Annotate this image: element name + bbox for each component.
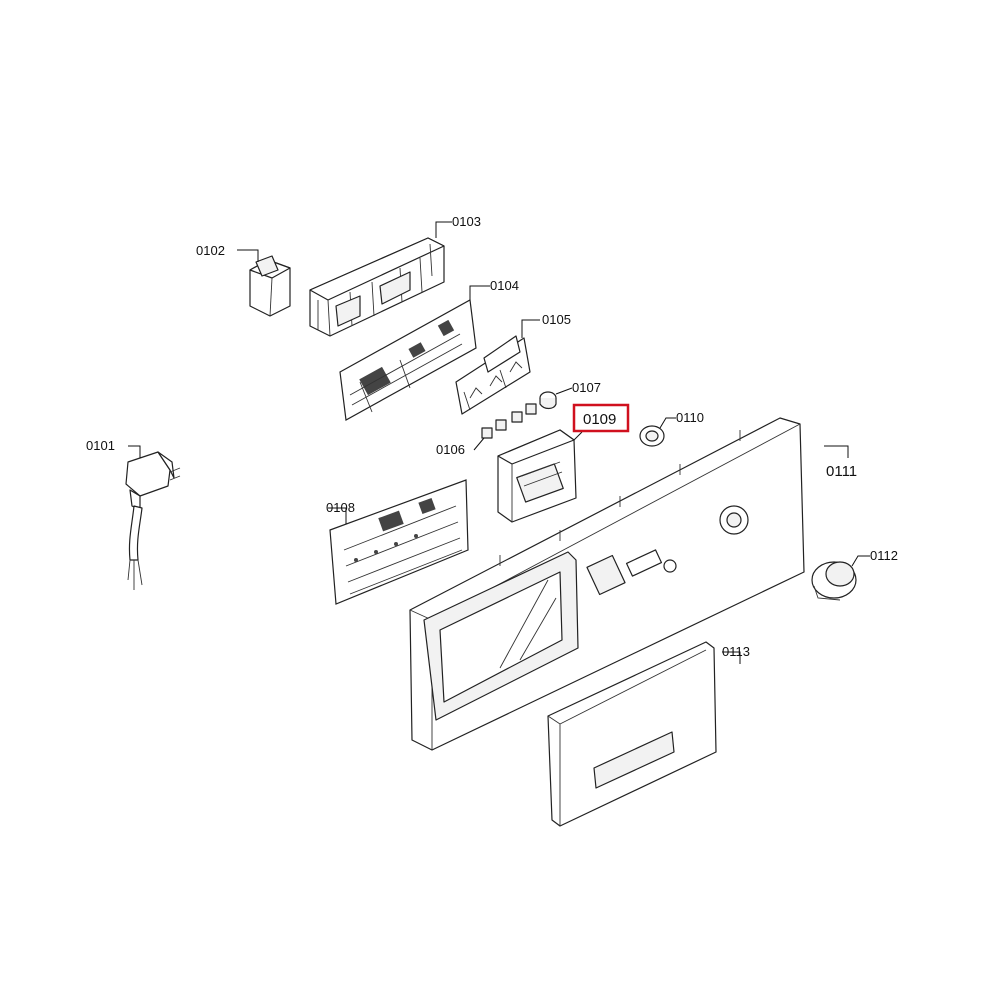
callout-0104: 0104: [490, 278, 519, 293]
part-0101-power-cord[interactable]: [125, 451, 181, 590]
callout-0101: 0101: [86, 438, 115, 453]
part-0103-module-holder[interactable]: [309, 237, 445, 337]
callout-0110: 0110: [676, 410, 704, 425]
highlight-box-0109: [572, 403, 630, 433]
callout-0106: 0106: [436, 442, 465, 457]
callout-0103: 0103: [452, 214, 481, 229]
part-0111-control-panel[interactable]: [409, 417, 805, 751]
leader-lines: [128, 221, 870, 664]
part-0108-display-pcb[interactable]: [329, 479, 469, 605]
part-0102-filter[interactable]: [249, 255, 291, 317]
callout-0108: 0108: [326, 500, 355, 515]
callout-0111: 0111: [826, 463, 857, 480]
callout-0107: 0107: [572, 380, 601, 395]
part-0105-button-holder[interactable]: [455, 335, 531, 415]
part-0109-display-module[interactable]: [497, 429, 577, 523]
callout-0105: 0105: [542, 312, 571, 327]
part-0104-main-pcb[interactable]: [339, 299, 477, 421]
part-0106-push-buttons[interactable]: [481, 403, 537, 439]
callout-0112: 0112: [870, 548, 898, 563]
callout-0109: 0109: [583, 411, 616, 428]
part-0113-drawer-handle[interactable]: [547, 641, 717, 827]
part-0112-program-knob[interactable]: [811, 561, 857, 601]
callout-0113: 0113: [722, 644, 750, 659]
callout-0102: 0102: [196, 243, 225, 258]
part-0107-button-cap[interactable]: [539, 391, 557, 410]
part-0110-knob-insert[interactable]: [639, 425, 665, 447]
